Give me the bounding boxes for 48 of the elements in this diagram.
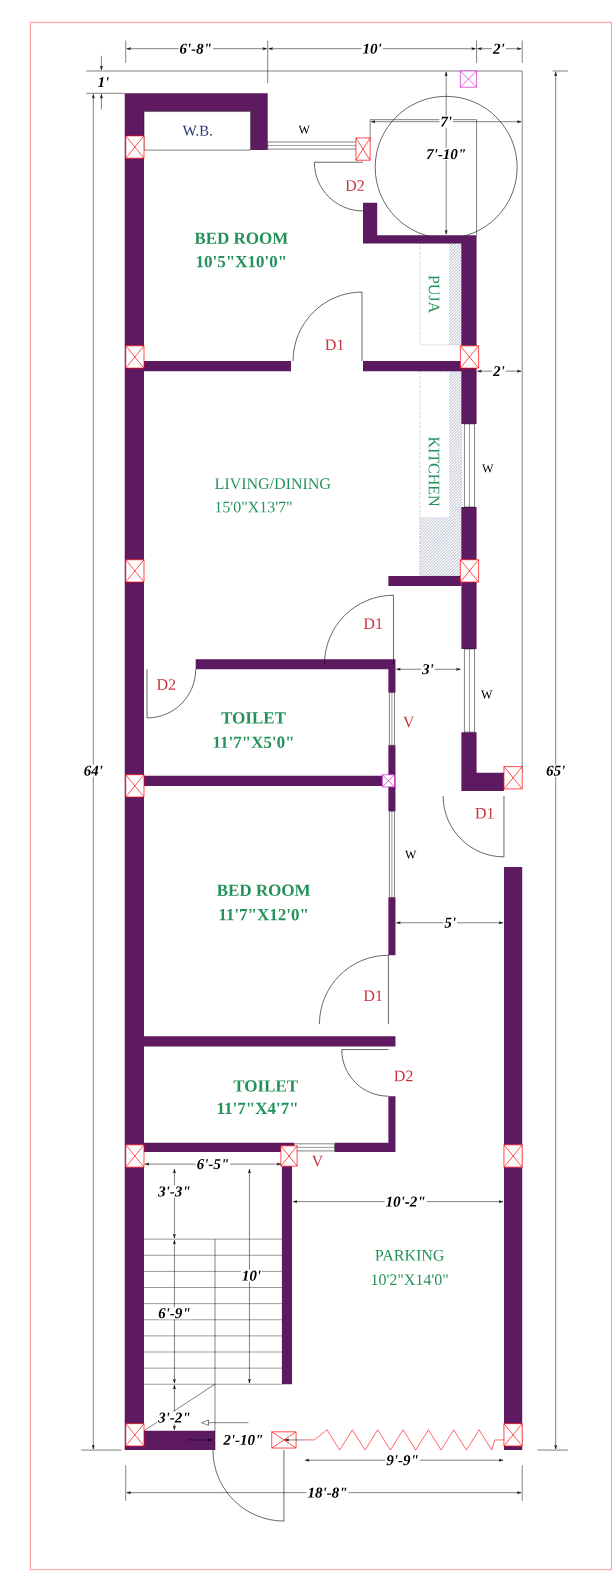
dimension-label: 6'-9" [157,1307,192,1320]
dimension-label: 7' [439,115,454,128]
window-label: W [405,850,417,859]
dimension-label: 64' [82,764,105,777]
room-label: PARKING [375,1250,445,1261]
dimension-label: 3' [421,663,435,676]
room-label: 10'5"X10'0" [197,255,286,268]
dimension-label: 10' [241,1269,263,1282]
room-label: 15'0"X13'7" [216,501,292,513]
room-label: KITCHEN [428,436,440,507]
dimension-label: 65' [545,764,567,777]
window-label: W [298,125,311,134]
fixture-label: W.B. [182,125,213,136]
room-label: 11'7"X5'0" [214,736,293,748]
room-label: PUJA [428,275,440,314]
room-label: BED ROOM [194,232,289,245]
dimension-label: 2'-10" [223,1434,263,1445]
dimension-label: 2' [492,42,506,55]
room-label: BED ROOM [217,884,311,897]
dimension-label: 6'-8" [178,42,214,55]
room-label: LIVING/DINING [215,478,331,490]
door-label: V [312,1155,324,1167]
room-label: 11'7"X12'0" [219,908,308,921]
room-label: 10'2"X14'0" [372,1274,449,1286]
door-label: D2 [345,180,365,191]
dimension-label: 10'-2" [384,1195,427,1208]
dimension-label: 10' [361,42,383,55]
door-label: V [403,716,415,728]
door-label: D1 [364,990,383,1002]
window-label: W [482,464,494,473]
room-label: TOILET [233,1080,299,1092]
door-label: D2 [394,1070,413,1082]
room-label: TOILET [221,712,286,724]
dimension-label: 2' [492,365,506,378]
room-label: 11'7"X4'7" [218,1102,297,1114]
dimension-label: 3'-3" [157,1185,192,1198]
dimension-label: 18'-8" [306,1486,349,1499]
window-label: W [481,690,493,699]
door-label: D1 [325,339,344,351]
dimension-label: 7'-10" [425,148,468,161]
dimension-label: 3'-2" [157,1411,192,1424]
dimension-label: 6'-5" [195,1158,231,1171]
door-label: D1 [475,808,494,819]
dimension-label: 1' [98,77,110,88]
door-label: D2 [157,679,176,690]
door-label: D1 [364,618,383,629]
dimension-label: 9'-9" [385,1454,421,1467]
dimension-label: 5' [443,916,458,929]
